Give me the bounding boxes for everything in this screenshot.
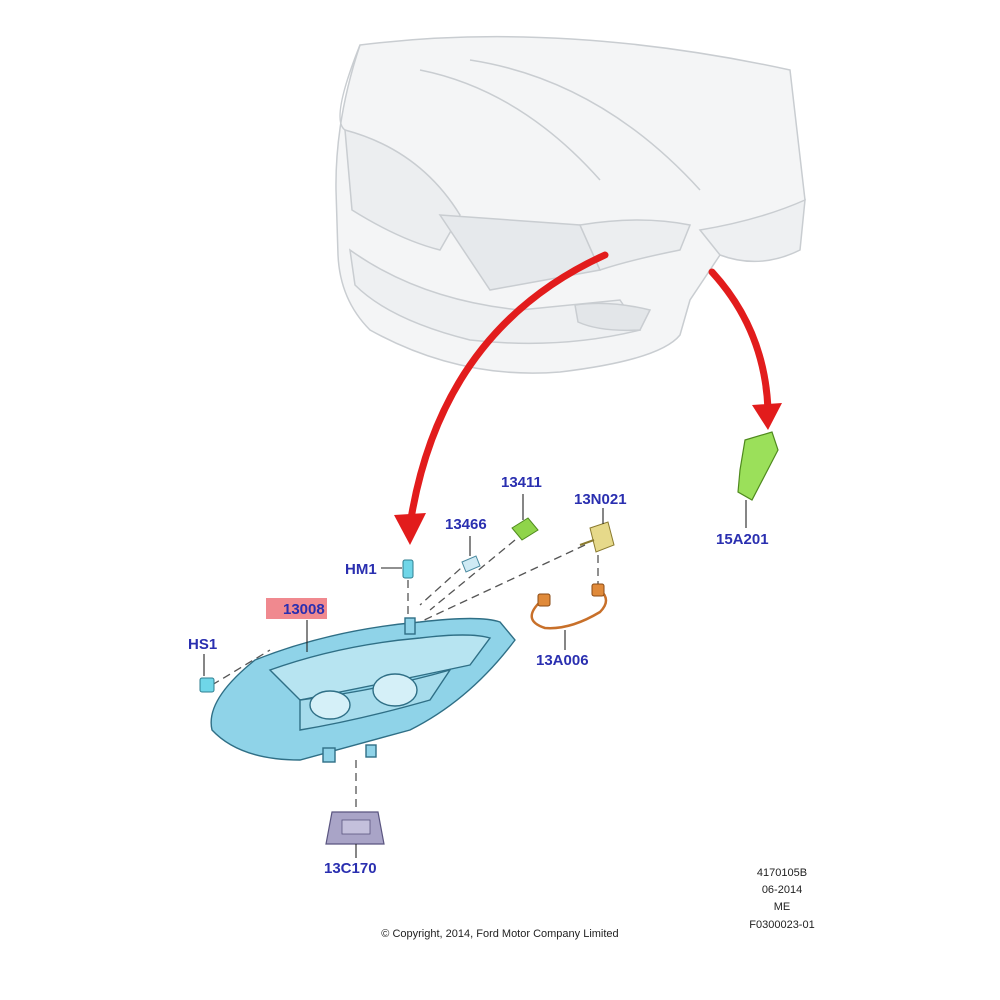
part-highlight-box bbox=[266, 598, 327, 619]
callout-hs1[interactable]: HS1 bbox=[188, 636, 218, 653]
callout-13a006[interactable]: 13A006 bbox=[536, 652, 589, 669]
screw-hs1 bbox=[199, 677, 215, 693]
vehicle-front-illustration bbox=[335, 35, 806, 374]
drawing-reference: F0300023-01 bbox=[749, 919, 815, 931]
screw-hm1 bbox=[402, 559, 414, 579]
actuator-13n021 bbox=[579, 521, 615, 553]
arrow-to-headlamp-head bbox=[394, 513, 426, 545]
callout-13c170[interactable]: 13C170 bbox=[324, 860, 377, 877]
bracket-15a201 bbox=[737, 431, 779, 501]
arrow-to-bracket bbox=[708, 268, 772, 414]
headlamp-assembly bbox=[210, 617, 516, 763]
control-module-13c170 bbox=[325, 811, 385, 845]
callout-15a201[interactable]: 15A201 bbox=[716, 531, 769, 548]
bulb-socket-13466 bbox=[461, 555, 481, 573]
callout-13008[interactable]: 13008 bbox=[283, 601, 325, 618]
drawing-code: ME bbox=[773, 901, 791, 913]
callout-13466[interactable]: 13466 bbox=[445, 516, 487, 533]
copyright-notice: © Copyright, 2014, Ford Motor Company Li… bbox=[381, 928, 619, 940]
drawing-date: 06-2014 bbox=[761, 884, 803, 896]
callout-hm1[interactable]: HM1 bbox=[345, 561, 377, 578]
drawing-number: 4170105B bbox=[756, 867, 808, 879]
callout-13411[interactable]: 13411 bbox=[501, 474, 542, 491]
callout-13n021[interactable]: 13N021 bbox=[574, 491, 627, 508]
arrow-to-bracket-head bbox=[752, 403, 782, 430]
arrow-to-headlamp bbox=[406, 251, 609, 529]
wiring-harness-13a006 bbox=[530, 583, 608, 630]
pointer-arrows bbox=[394, 251, 782, 545]
leader-lines bbox=[203, 494, 747, 858]
connector-13411 bbox=[511, 517, 539, 541]
